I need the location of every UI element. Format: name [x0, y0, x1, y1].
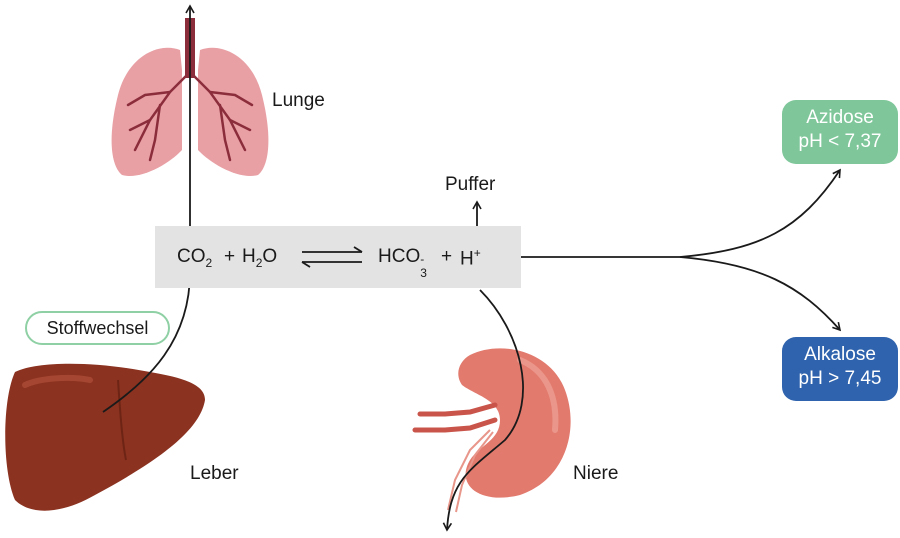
hco3-formula: HCO-3	[378, 246, 427, 280]
co2-formula: CO2	[177, 246, 213, 270]
lung-icon	[111, 18, 269, 176]
puffer-label: Puffer	[445, 174, 496, 195]
h2o-formula: H2O	[242, 246, 278, 270]
stoffwechsel-label: Stoffwechsel	[46, 318, 149, 338]
lunge-label: Lunge	[272, 90, 325, 111]
alkalose-value: pH > 7,45	[798, 368, 882, 389]
equation-box	[155, 226, 521, 288]
kidney-icon	[412, 348, 571, 513]
leber-label: Leber	[190, 463, 239, 484]
niere-label: Niere	[573, 463, 619, 484]
alkalose-title: Alkalose	[804, 344, 876, 365]
liver-icon	[5, 363, 205, 511]
stoffwechsel-badge: Stoffwechsel	[25, 311, 170, 345]
plus-sign-2: +	[441, 246, 453, 267]
azidose-title: Azidose	[806, 107, 874, 128]
azidose-value: pH < 7,37	[798, 131, 882, 152]
hplus-formula: H+	[460, 246, 481, 270]
alkalose-box: Alkalose pH > 7,45	[782, 337, 898, 401]
plus-sign-1: +	[224, 246, 236, 267]
azidose-box: Azidose pH < 7,37	[782, 100, 898, 164]
